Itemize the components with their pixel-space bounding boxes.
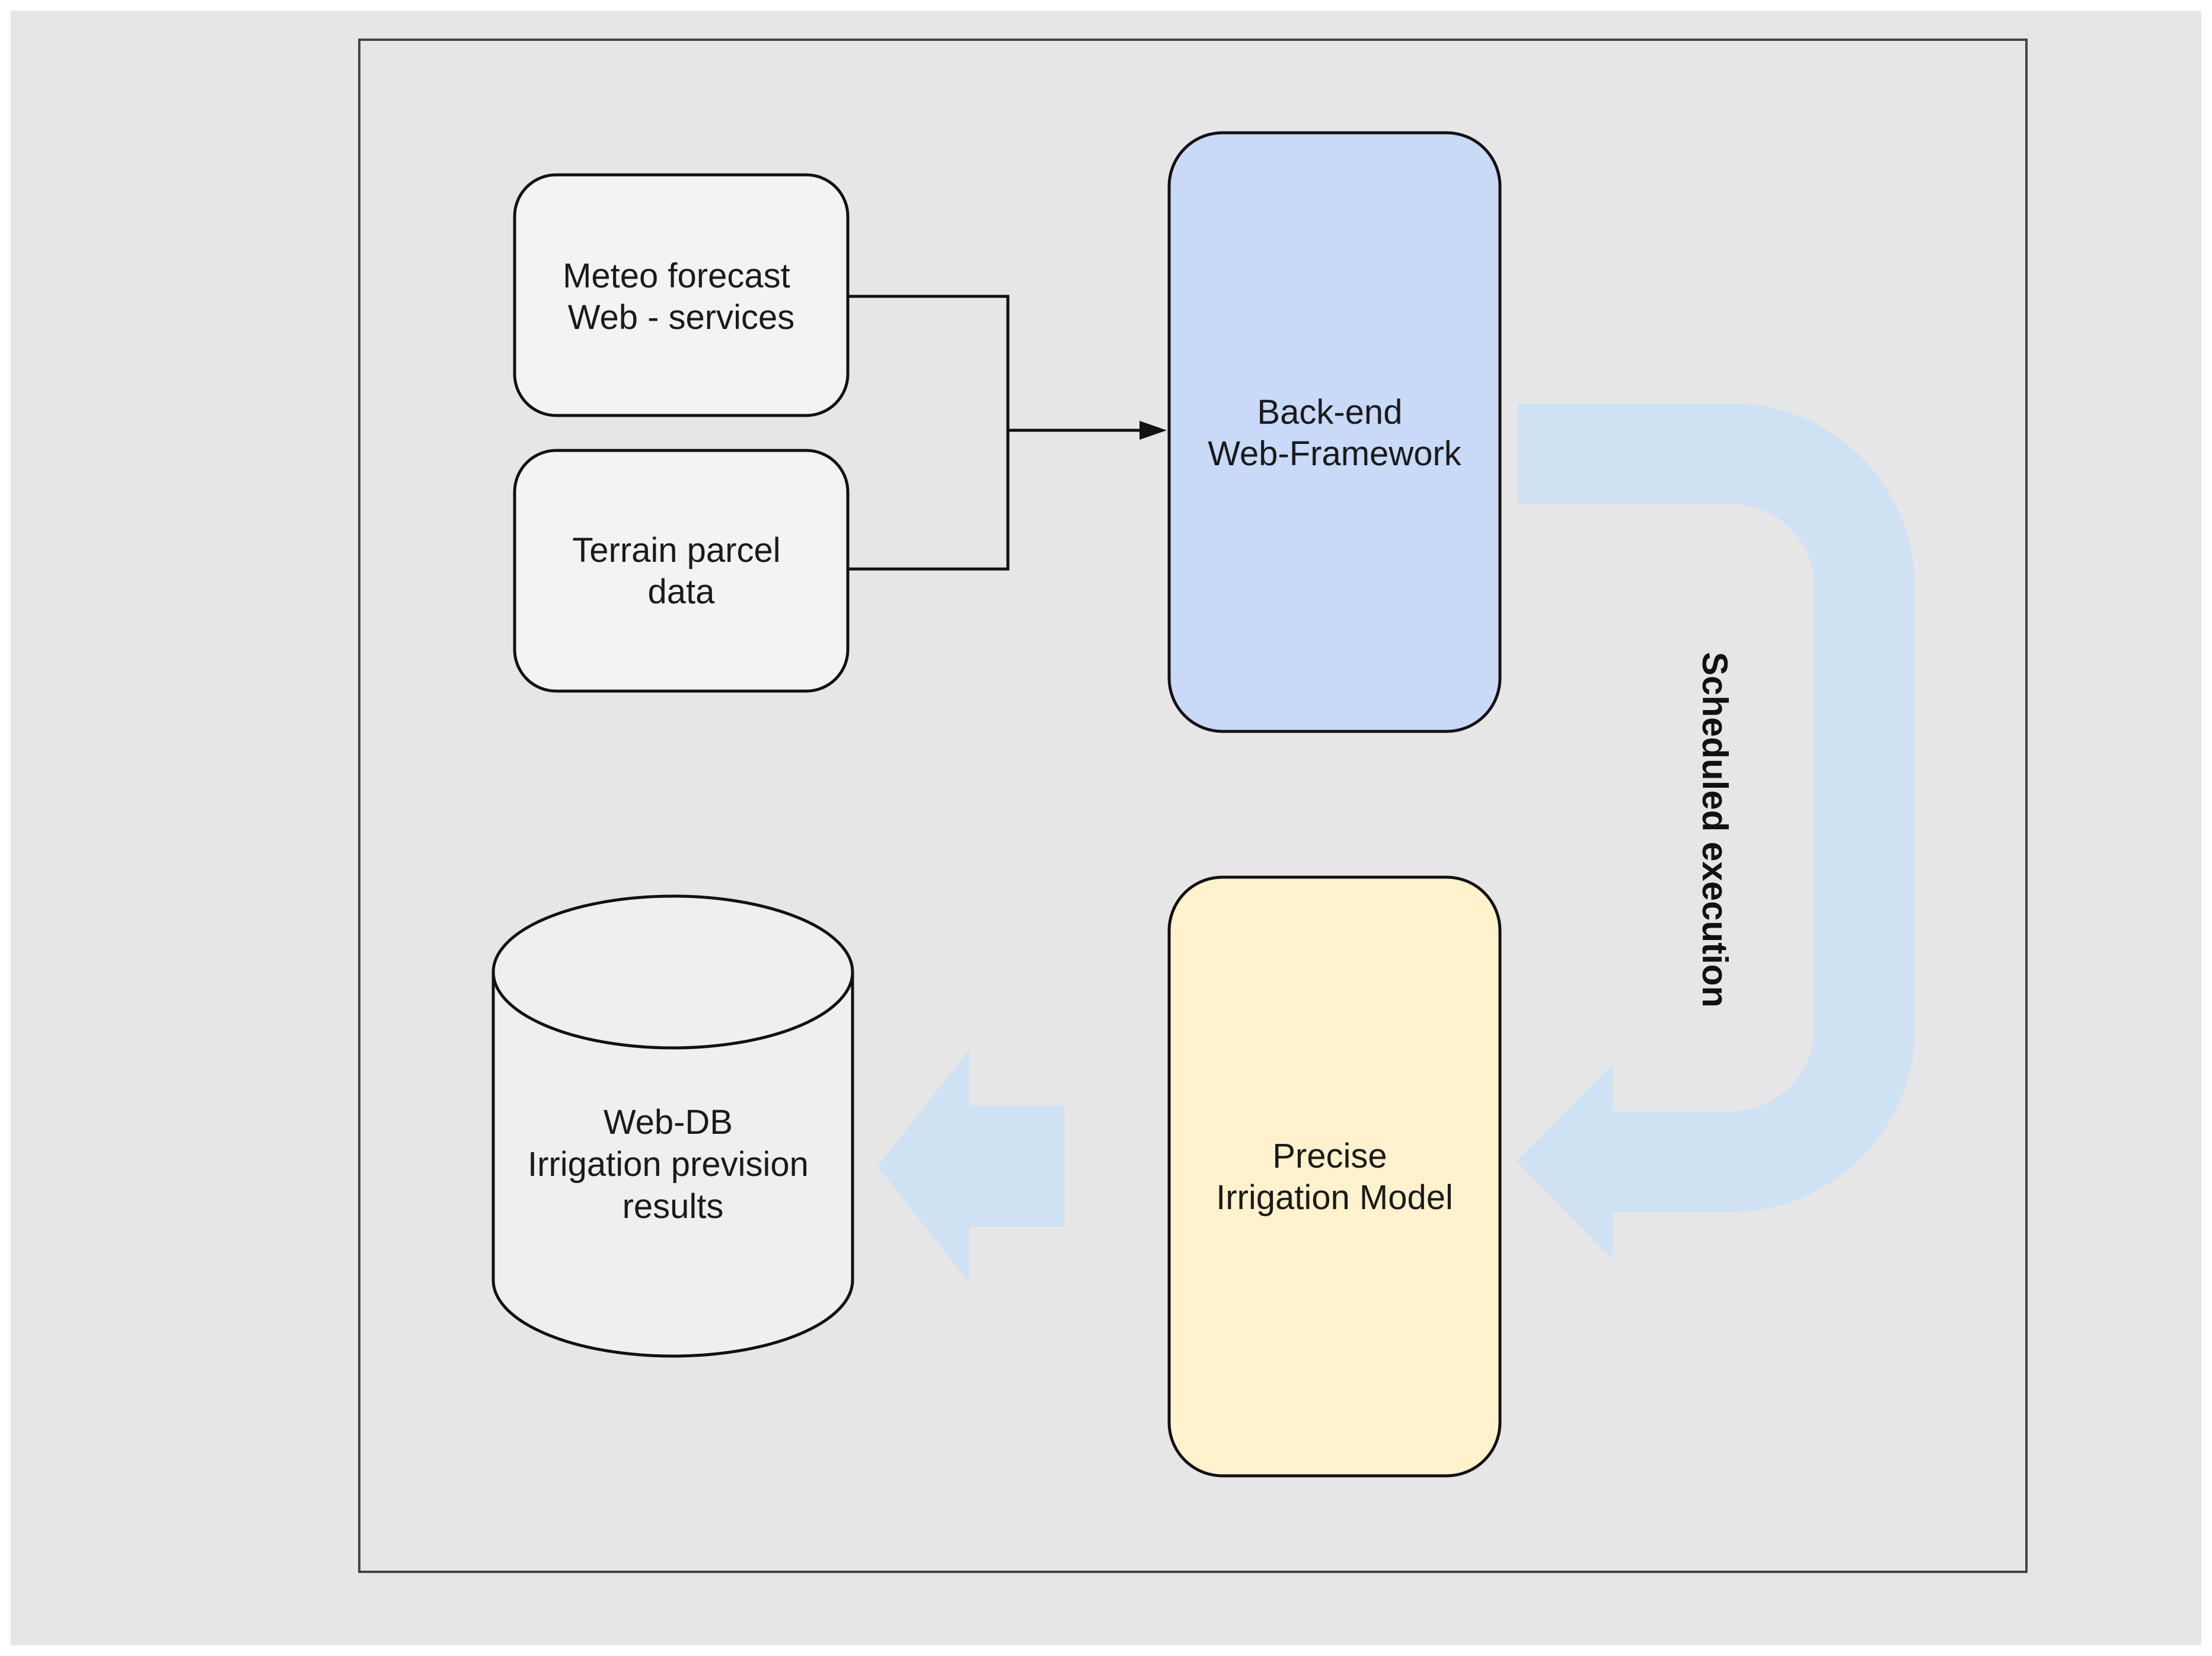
web-db-cylinder-body [491, 972, 854, 1358]
web-db-node: Web-DB Irrigation prevision results [491, 894, 854, 1358]
backend-node: Back-end Web-Framework [1167, 131, 1502, 733]
irrigation-model-label: Precise Irrigation Model [1216, 1137, 1453, 1217]
terrain-parcel-box [513, 449, 850, 693]
web-db-label-line-2: Irrigation prevision [528, 1145, 809, 1184]
model-label-line-1: Precise [1272, 1137, 1387, 1175]
scheduled-execution-label: Scheduled execution [1695, 652, 1735, 1008]
terrain-parcel-node: Terrain parcel data [513, 449, 850, 693]
backend-box [1167, 131, 1502, 733]
web-db-cylinder-top [491, 894, 854, 1050]
meteo-forecast-box [513, 173, 850, 417]
meteo-label-line-2: Web - services [568, 298, 794, 337]
web-db-label: Web-DB Irrigation prevision results [528, 1103, 818, 1226]
diagram-frame [358, 39, 2028, 1573]
terrain-label-line-1: Terrain parcel [572, 531, 780, 570]
terrain-connector-line [848, 430, 1010, 571]
scheduled-execution-arrow [1517, 403, 1915, 1259]
irrigation-model-node: Precise Irrigation Model [1167, 875, 1502, 1478]
irrigation-model-box [1167, 875, 1502, 1478]
backend-label: Back-end Web-Framework [1208, 393, 1462, 473]
meteo-forecast-label: Meteo forecast Web - services [563, 257, 800, 337]
model-label-line-2: Irrigation Model [1216, 1178, 1453, 1217]
meteo-label-line-1: Meteo forecast [563, 257, 790, 295]
backend-label-line-1: Back-end [1257, 393, 1402, 431]
backend-label-line-2: Web-Framework [1208, 434, 1462, 473]
results-arrow [877, 1049, 1064, 1283]
meteo-forecast-node: Meteo forecast Web - services [513, 173, 850, 417]
terrain-parcel-label: Terrain parcel data [572, 531, 790, 611]
input-arrowhead [1139, 421, 1167, 440]
web-db-label-line-3: results [623, 1187, 724, 1226]
web-db-label-line-1: Web-DB [604, 1103, 733, 1142]
terrain-label-line-2: data [648, 573, 716, 611]
